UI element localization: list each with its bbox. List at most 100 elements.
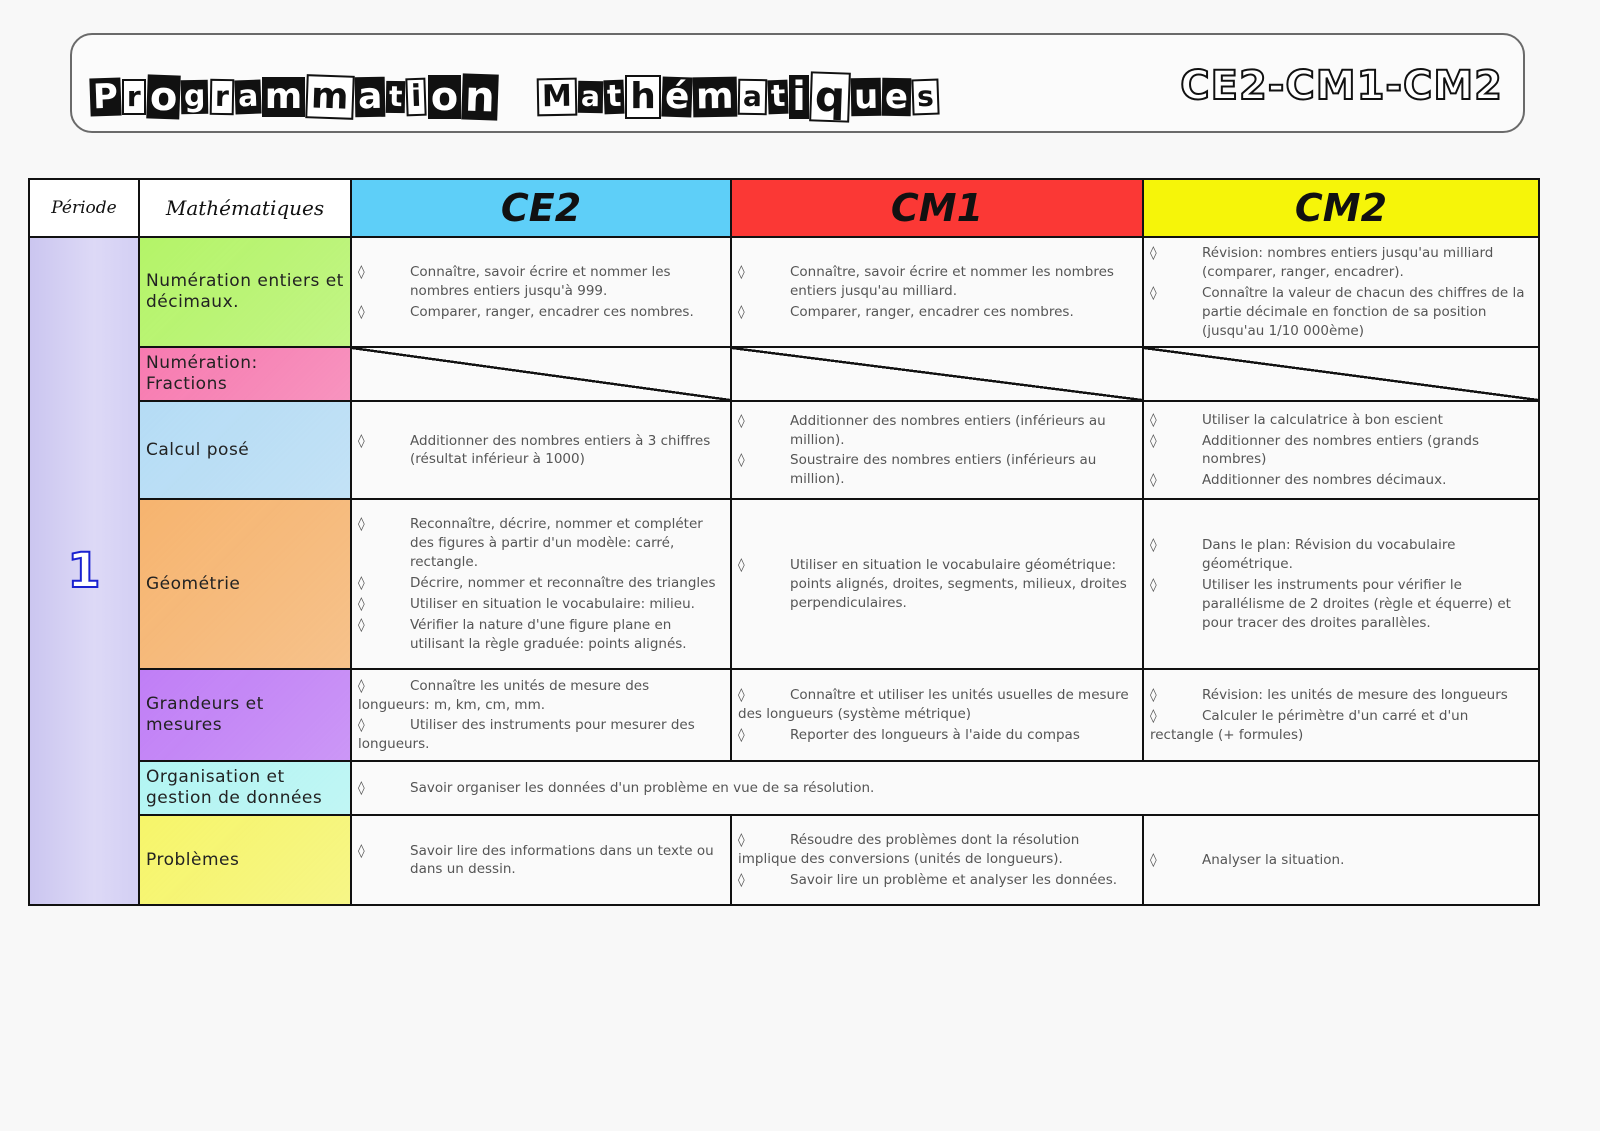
cm1-cell: ◊Connaître et utiliser les unités usuell…: [730, 668, 1144, 763]
list-item: ◊Comparer, ranger, encadrer ces nombres.: [738, 303, 1136, 322]
diamond-bullet-icon: ◊: [738, 263, 745, 280]
list-item-text: Savoir lire un problème et analyser les …: [790, 871, 1118, 888]
title-levels: CE2-CM1-CM2: [1179, 62, 1503, 110]
title-letter: é: [661, 76, 694, 118]
list-item-text: Additionner des nombres entiers (inférie…: [790, 412, 1106, 448]
diamond-bullet-icon: ◊: [358, 780, 365, 796]
ce2-cell: ◊ Reconnaître, décrire, nommer et complét…: [350, 498, 732, 671]
header-row: Période Mathématiques CE2 CM1 CM2: [28, 178, 1540, 238]
list-item: ◊Connaître et utiliser les unités usuell…: [738, 686, 1136, 724]
title-letter: s: [911, 78, 940, 116]
programmation-table: Période Mathématiques CE2 CM1 CM2 1 Numér…: [28, 178, 1540, 907]
list-item: ◊Résoudre des problèmes dont la résoluti…: [738, 831, 1136, 869]
ce2-cell: ◊ Savoir lire des informations dans un te…: [350, 814, 732, 907]
diamond-bullet-icon: ◊: [358, 516, 365, 533]
list-item: ◊Comparer, ranger, encadrer ces nombres.: [358, 303, 724, 322]
list-item: ◊Révision: les unités de mesure des long…: [1150, 686, 1532, 705]
list-item: ◊ Révision: nombres entiers jusqu'au mill…: [1150, 244, 1532, 282]
table-row: Organisation et gestion de données ◊ Savoi…: [29, 760, 1540, 817]
title-letter: m: [305, 74, 355, 120]
list-item: ◊Additionner des nombres entiers (grands…: [1150, 432, 1532, 470]
title-letter: t: [603, 79, 625, 115]
title-letter: o: [145, 74, 181, 120]
title-letter: q: [808, 71, 851, 123]
diamond-bullet-icon: ◊: [358, 432, 365, 449]
ce2-cell: ◊Connaître les unités de mesure des long…: [350, 668, 732, 763]
diamond-bullet-icon: ◊: [738, 871, 745, 888]
diamond-bullet-icon: ◊: [1150, 708, 1157, 724]
diamond-bullet-icon: ◊: [738, 303, 745, 320]
diamond-bullet-icon: ◊: [358, 595, 365, 612]
list-item-text: Savoir organiser les données d'un problè…: [410, 780, 875, 796]
diamond-bullet-icon: ◊: [738, 557, 745, 574]
list-item-text: Utiliser les instruments pour vérifier l…: [1202, 577, 1511, 631]
list-item: ◊ Utiliser les instruments pour vérifier …: [1150, 576, 1532, 633]
list-item: ◊ Connaître la valeur de chacun des chiff…: [1150, 284, 1532, 341]
list-item-text: Comparer, ranger, encadrer ces nombres.: [410, 303, 694, 320]
title-letter: i: [405, 77, 428, 117]
diamond-bullet-icon: ◊: [358, 842, 365, 859]
list-item-text: Connaître la valeur de chacun des chiffr…: [1202, 284, 1525, 339]
period-cell: 1: [28, 235, 140, 907]
title-letter: P: [89, 77, 122, 117]
list-item: ◊Utiliser en situation le vocabulaire: m…: [358, 595, 724, 614]
list-item-text: Additionner des nombres entiers à 3 chif…: [410, 432, 711, 468]
diamond-bullet-icon: ◊: [358, 616, 365, 633]
cm1-cell: ◊Résoudre des problèmes dont la résoluti…: [730, 814, 1144, 907]
list-item-text: Décrire, nommer et reconnaître des trian…: [410, 575, 716, 591]
diamond-bullet-icon: ◊: [1150, 432, 1157, 449]
ce2-cell: ◊Connaître, savoir écrire et nommer les …: [350, 235, 732, 349]
list-item: ◊ Vérifier la nature d'une figure plane e…: [358, 616, 724, 654]
title-letter: t: [385, 80, 406, 114]
list-item: ◊Calculer le périmètre d'un carré et d'u…: [1150, 707, 1532, 745]
diamond-bullet-icon: ◊: [738, 687, 745, 704]
domain-cell: Géométrie: [138, 498, 352, 671]
diamond-bullet-icon: ◊: [1150, 577, 1157, 593]
domain-cell: Problèmes: [138, 814, 352, 907]
list-item-text: Reconnaître, décrire, nommer et compléte…: [410, 516, 703, 571]
diamond-bullet-icon: ◊: [358, 717, 365, 734]
list-item-text: Connaître et utiliser les unités usuelle…: [738, 687, 1129, 722]
cm1-cell: ◊Connaître, savoir écrire et nommer les …: [730, 235, 1144, 349]
diamond-bullet-icon: ◊: [1150, 245, 1157, 261]
list-item-text: Calculer le périmètre d'un carré et d'un…: [1150, 708, 1469, 743]
cm2-cell: ◊Analyser la situation.: [1142, 814, 1540, 907]
period-number: 1: [66, 542, 101, 600]
table-row: Calcul posé◊Additionner des nombres enti…: [29, 400, 1540, 501]
diamond-bullet-icon: ◊: [358, 677, 365, 694]
list-item: ◊Soustraire des nombres entiers (inférie…: [738, 451, 1136, 489]
list-item: ◊Utiliser des instruments pour mesurer d…: [358, 716, 724, 754]
list-item: ◊Analyser la situation.: [1150, 851, 1532, 870]
list-item-text: Soustraire des nombres entiers (inférieu…: [790, 452, 1097, 488]
list-item-text: Savoir lire des informations dans un tex…: [410, 842, 714, 878]
list-item-text: Analyser la situation.: [1202, 852, 1345, 868]
title-letter: h: [625, 75, 661, 119]
header-cm2: CM2: [1142, 178, 1540, 238]
title-letter: r: [121, 79, 146, 115]
domain-cell: Numération: Fractions: [138, 346, 352, 403]
diamond-bullet-icon: ◊: [738, 726, 745, 743]
list-item-text: Utiliser des instruments pour mesurer de…: [358, 717, 695, 753]
list-item: ◊Reporter des longueurs à l'aide du comp…: [738, 726, 1136, 745]
table-row: Numération: Fractions: [29, 346, 1540, 403]
list-item-text: Connaître, savoir écrire et nommer les n…: [410, 263, 671, 299]
header-period: Période: [28, 178, 140, 238]
title-letter: g: [180, 79, 209, 115]
list-item-text: Vérifier la nature d'une figure plane en…: [410, 616, 687, 652]
domain-cell: Organisation et gestion de données: [138, 760, 352, 817]
ce2-cell: ◊ Additionner des nombres entiers à 3 chi…: [350, 400, 732, 501]
diamond-bullet-icon: ◊: [358, 575, 365, 591]
list-item-text: Révision: nombres entiers jusqu'au milli…: [1202, 245, 1494, 280]
diamond-bullet-icon: ◊: [1150, 284, 1157, 301]
list-item-text: Utiliser en situation le vocabulaire géo…: [790, 557, 1127, 611]
domain-cell: Calcul posé: [138, 400, 352, 501]
cm1-cell: ◊ Utiliser en situation le vocabulaire gé…: [730, 498, 1144, 671]
title-letter: a: [354, 76, 386, 118]
list-item: ◊Additionner des nombres entiers (inféri…: [738, 412, 1136, 450]
title-letter: u: [850, 77, 882, 117]
merged-content-cell: ◊ Savoir organiser les données d'un probl…: [350, 760, 1540, 817]
list-item-text: Utiliser la calculatrice à bon escient: [1202, 411, 1443, 428]
